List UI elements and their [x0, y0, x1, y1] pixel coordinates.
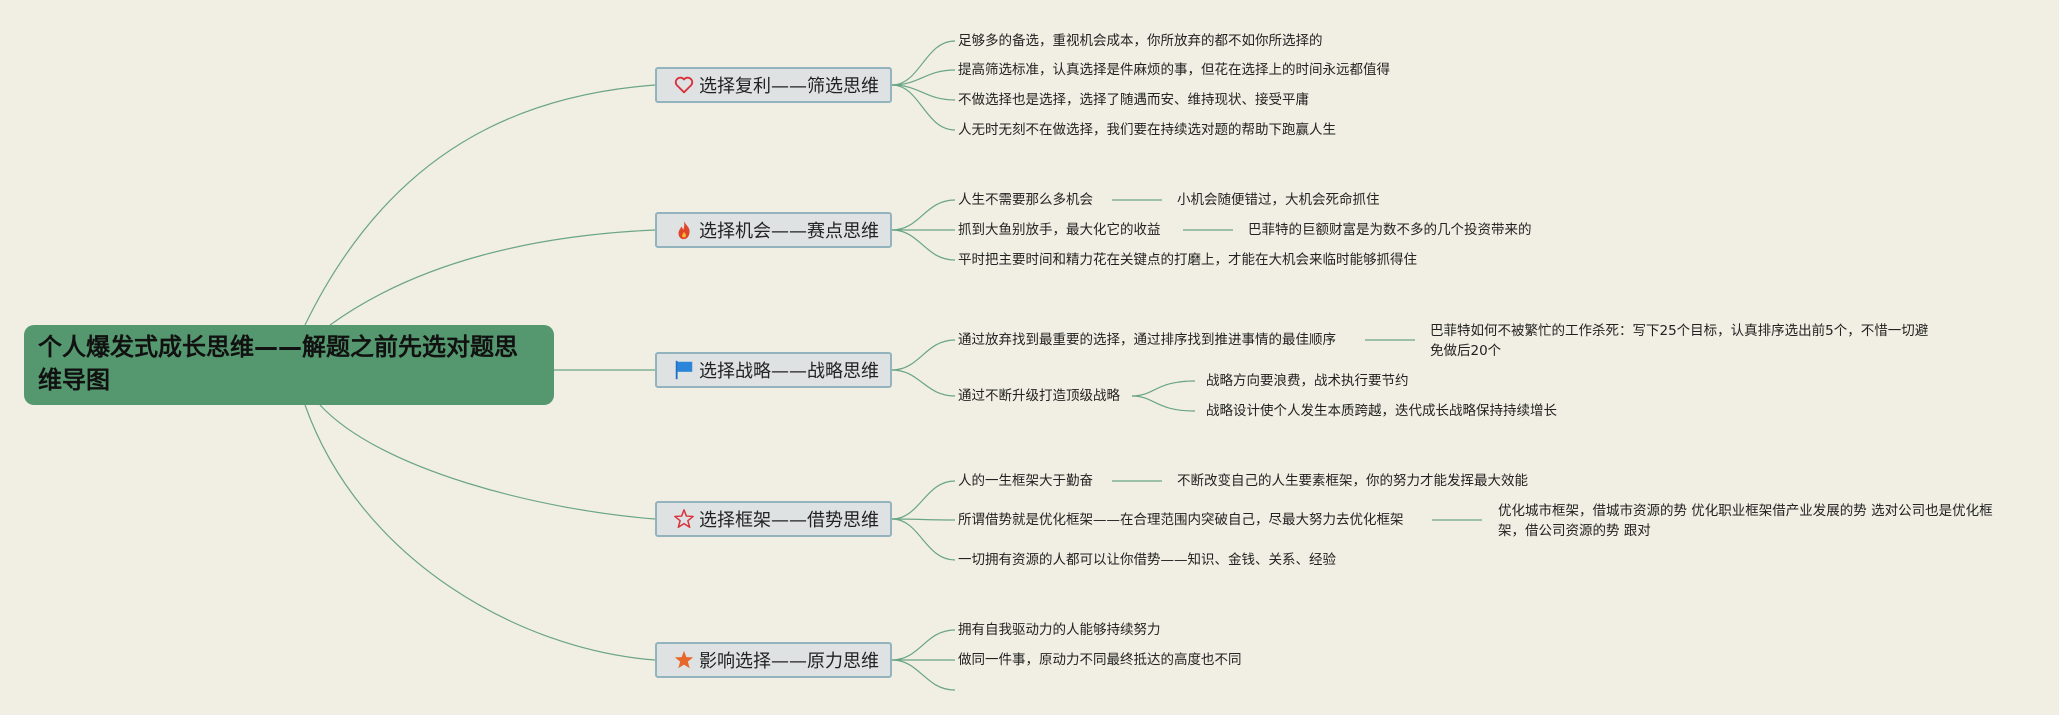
branch-influence-choice[interactable]: 影响选择——原力思维: [655, 642, 892, 678]
star-outline-icon: [673, 508, 695, 530]
fire-icon: [673, 219, 695, 241]
leaf-node[interactable]: 不做选择也是选择，选择了随遇而安、维持现状、接受平庸: [958, 92, 1309, 108]
sub-leaf-node[interactable]: 战略方向要浪费，战术执行要节约: [1206, 373, 1409, 389]
branch-label: 选择机会——赛点思维: [699, 221, 879, 242]
sub-leaf-node[interactable]: 不断改变自己的人生要素框架，你的努力才能发挥最大效能: [1177, 473, 1528, 489]
branch-label: 选择框架——借势思维: [699, 510, 879, 531]
branch-choose-strategy[interactable]: 选择战略——战略思维: [655, 352, 892, 388]
branch-choose-opportunity[interactable]: 选择机会——赛点思维: [655, 212, 892, 248]
leaf-node[interactable]: 足够多的备选，重视机会成本，你所放弃的都不如你所选择的: [958, 33, 1323, 49]
sub-leaf-node[interactable]: 巴菲特的巨额财富是为数不多的几个投资带来的: [1248, 222, 1532, 238]
branch-label: 选择复利——筛选思维: [699, 76, 879, 97]
leaf-node[interactable]: 所谓借势就是优化框架——在合理范围内突破自己，尽最大努力去优化框架: [958, 512, 1404, 528]
leaf-node[interactable]: 通过不断升级打造顶级战略: [958, 388, 1120, 404]
heart-icon: [673, 74, 695, 96]
leaf-node[interactable]: 人的一生框架大于勤奋: [958, 473, 1093, 489]
leaf-node[interactable]: 抓到大鱼别放手，最大化它的收益: [958, 222, 1161, 238]
leaf-node[interactable]: 提高筛选标准，认真选择是件麻烦的事，但花在选择上的时间永远都值得: [958, 62, 1390, 78]
leaf-node[interactable]: 平时把主要时间和精力花在关键点的打磨上，才能在大机会来临时能够抓得住: [958, 252, 1417, 268]
leaf-node[interactable]: 人无时无刻不在做选择，我们要在持续选对题的帮助下跑赢人生: [958, 122, 1336, 138]
branch-choose-framework[interactable]: 选择框架——借势思维: [655, 501, 892, 537]
branch-label: 选择战略——战略思维: [699, 361, 879, 382]
leaf-node[interactable]: 做同一件事，原动力不同最终抵达的高度也不同: [958, 652, 1242, 668]
leaf-node[interactable]: 一切拥有资源的人都可以让你借势——知识、金钱、关系、经验: [958, 552, 1336, 568]
sub-leaf-node[interactable]: 战略设计使个人发生本质跨越，迭代成长战略保持持续增长: [1206, 403, 1557, 419]
branch-label: 影响选择——原力思维: [699, 651, 879, 672]
flag-icon: [673, 359, 695, 381]
leaf-node[interactable]: 拥有自我驱动力的人能够持续努力: [958, 622, 1161, 638]
leaf-node[interactable]: 通过放弃找到最重要的选择，通过排序找到推进事情的最佳顺序: [958, 332, 1336, 348]
root-topic[interactable]: 个人爆发式成长思维——解题之前先选对题思维导图: [24, 325, 554, 405]
root-title: 个人爆发式成长思维——解题之前先选对题思维导图: [38, 333, 518, 394]
star-filled-icon: [673, 649, 695, 671]
sub-leaf-node[interactable]: 巴菲特如何不被繁忙的工作杀死：写下25个目标，认真排序选出前5个，不惜一切避免做…: [1430, 323, 1929, 359]
leaf-node[interactable]: 人生不需要那么多机会: [958, 192, 1093, 208]
branch-choose-compound[interactable]: 选择复利——筛选思维: [655, 67, 892, 103]
sub-leaf-node[interactable]: 优化城市框架，借城市资源的势 优化职业框架借产业发展的势 选对公司也是优化框架，…: [1498, 503, 1993, 539]
sub-leaf-node[interactable]: 小机会随便错过，大机会死命抓住: [1177, 192, 1380, 208]
